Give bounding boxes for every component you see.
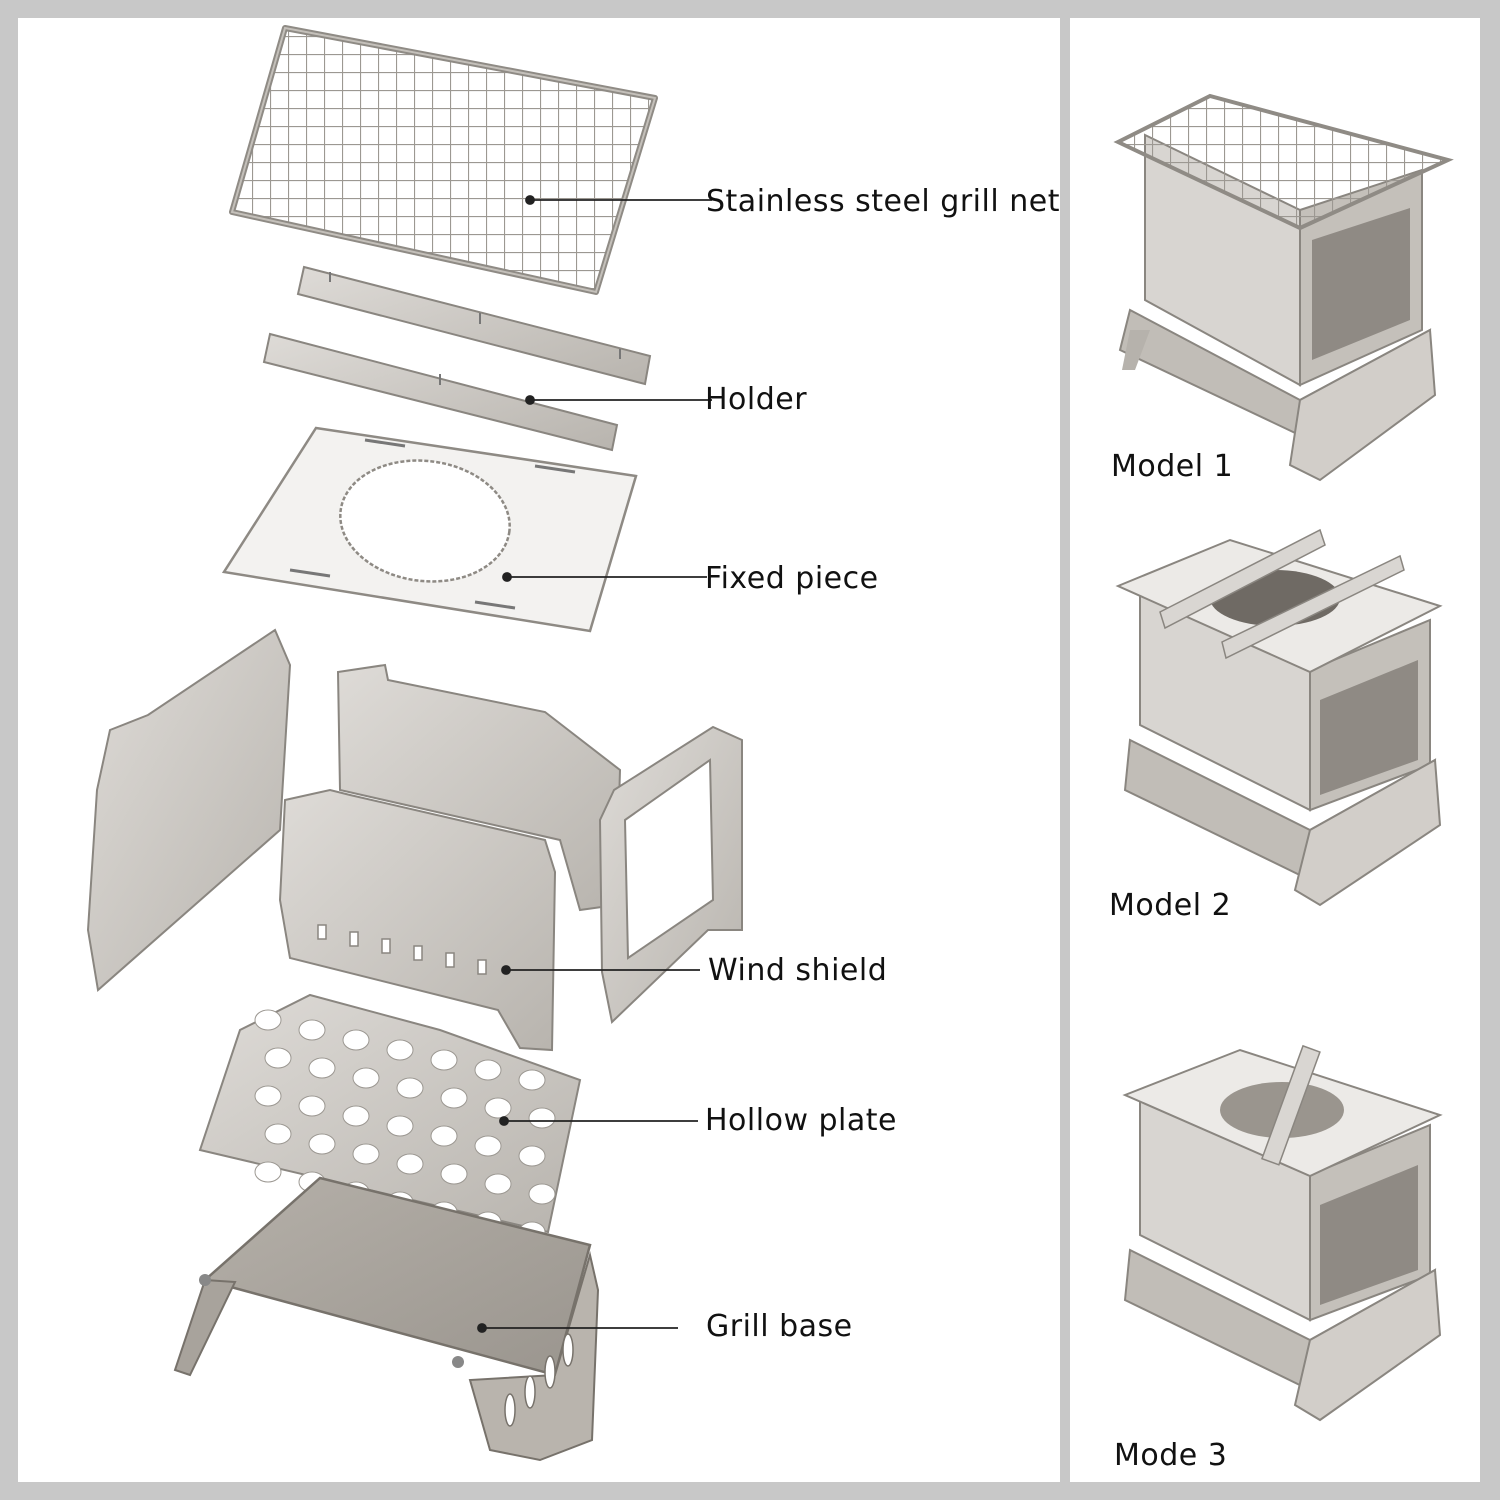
plate-hole — [264, 1123, 292, 1145]
plate-hole — [352, 1143, 380, 1165]
plate-hole — [484, 1173, 512, 1195]
model-1-illustration — [1113, 93, 1454, 482]
plate-hole — [352, 1067, 380, 1089]
plate-hole — [440, 1163, 468, 1185]
plate-hole — [528, 1183, 556, 1205]
plate-hole — [518, 1069, 546, 1091]
plate-hole — [430, 1049, 458, 1071]
fixed-piece-illustration — [221, 426, 638, 633]
plate-hole — [254, 1161, 282, 1183]
leader-lines — [477, 195, 712, 1333]
grill-base-illustration — [173, 1176, 600, 1462]
label-fixed-piece: Fixed piece — [705, 561, 879, 596]
label-holder: Holder — [705, 382, 808, 417]
label-model-3: Mode 3 — [1114, 1438, 1228, 1473]
plate-hole — [440, 1087, 468, 1109]
grill-net-illustration — [229, 25, 658, 295]
plate-hole — [254, 1085, 282, 1107]
plate-hole — [254, 1009, 282, 1031]
plate-hole — [298, 1019, 326, 1041]
plate-hole — [396, 1077, 424, 1099]
label-model-2: Model 2 — [1109, 888, 1232, 923]
label-model-1: Model 1 — [1111, 449, 1234, 484]
plate-hole — [308, 1133, 336, 1155]
plate-hole — [386, 1039, 414, 1061]
plate-hole — [342, 1105, 370, 1127]
plate-hole — [342, 1029, 370, 1051]
label-grill-base: Grill base — [706, 1309, 853, 1344]
plate-hole — [298, 1095, 326, 1117]
holder-illustration — [262, 265, 652, 452]
model-2-illustration — [1115, 528, 1443, 907]
plate-hole — [518, 1145, 546, 1167]
plate-hole — [484, 1097, 512, 1119]
plate-hole — [308, 1057, 336, 1079]
label-wind-shield: Wind shield — [708, 953, 888, 988]
plate-hole — [430, 1125, 458, 1147]
plate-hole — [396, 1153, 424, 1175]
plate-hole — [264, 1047, 292, 1069]
plate-hole — [474, 1135, 502, 1157]
model-3-illustration — [1122, 1044, 1443, 1422]
label-hollow-plate: Hollow plate — [705, 1103, 897, 1138]
label-grill-net: Stainless steel grill net — [706, 184, 1060, 219]
wind-shield-illustration — [86, 628, 743, 1052]
plate-hole — [474, 1059, 502, 1081]
plate-hole — [528, 1107, 556, 1129]
plate-hole — [386, 1115, 414, 1137]
